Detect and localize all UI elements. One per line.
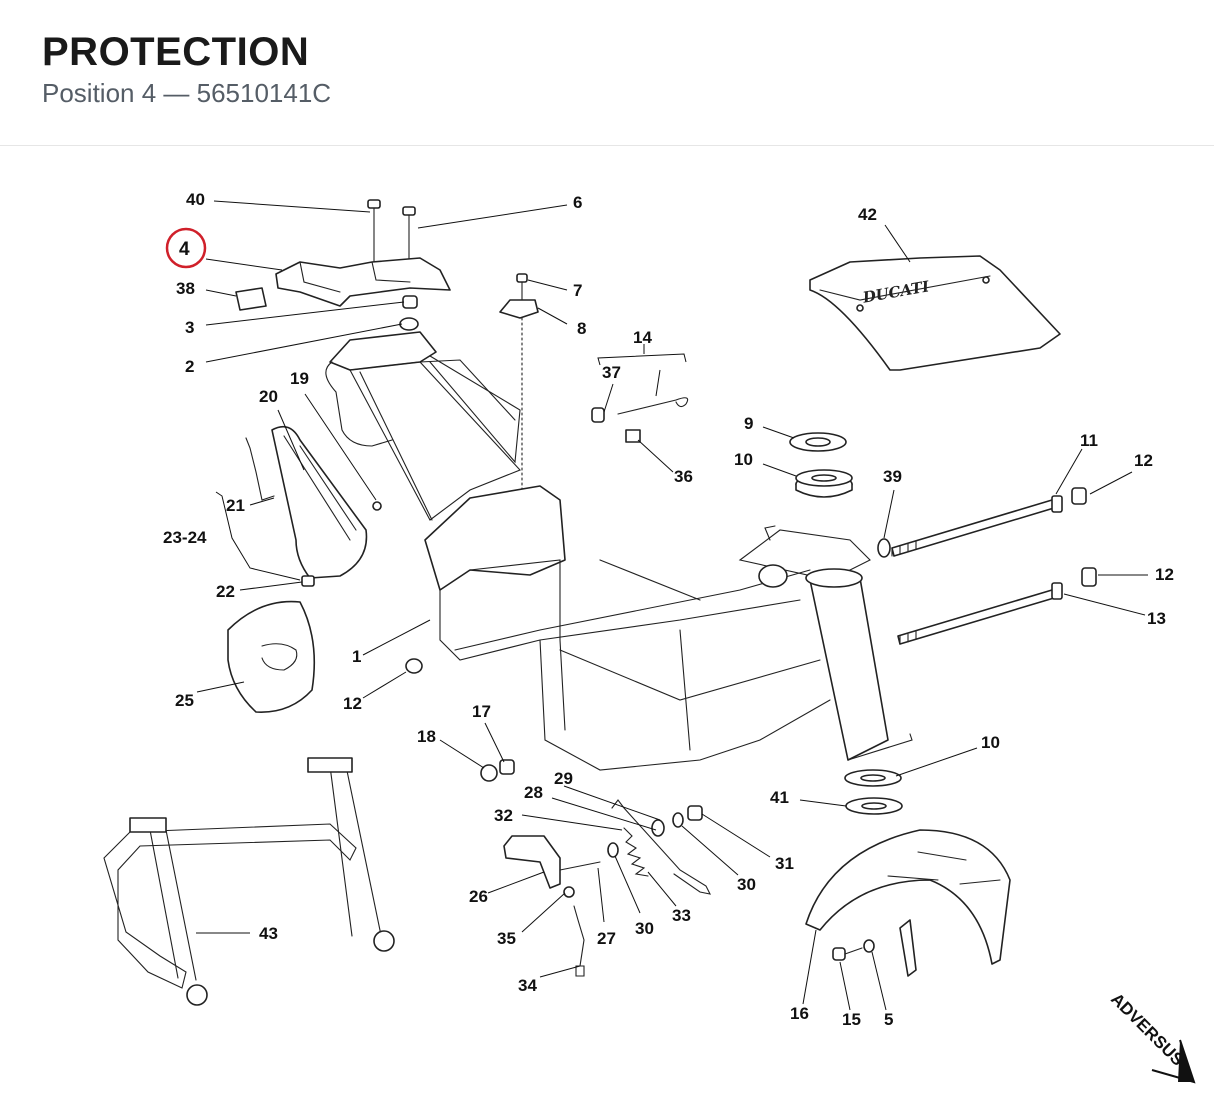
cap-part-12-left <box>405 658 423 674</box>
page-subtitle: Position 4 — 56510141C <box>42 78 332 108</box>
callout-22: 22 <box>216 582 235 601</box>
nut-part-3 <box>402 295 418 309</box>
callout-labels: 40 6 4 38 3 2 7 8 42 14 37 36 9 10 39 11… <box>163 190 1174 1029</box>
callout-36: 36 <box>674 467 693 486</box>
washer-part-5 <box>863 939 875 953</box>
rod-part-14 <box>617 397 689 415</box>
bearing-part-10-upper <box>795 469 853 498</box>
washer-part-2 <box>399 317 419 331</box>
callout-43: 43 <box>259 924 278 943</box>
sleeve-part-37 <box>591 407 605 423</box>
callout-17: 17 <box>472 702 491 721</box>
protection-cover-part-4 <box>275 257 451 307</box>
callout-15: 15 <box>842 1010 861 1029</box>
callout-10-lower: 10 <box>981 733 1000 752</box>
callout-34: 34 <box>518 976 537 995</box>
stand-bracket-part-26 <box>503 835 561 889</box>
callout-32: 32 <box>494 806 513 825</box>
bolt-part-40 <box>367 199 381 271</box>
callout-7: 7 <box>573 281 582 300</box>
callout-6: 6 <box>573 193 582 212</box>
bolt-part-15 <box>832 947 863 961</box>
highlight-ring <box>165 227 207 269</box>
callout-16: 16 <box>790 1004 809 1023</box>
callout-14: 14 <box>633 328 652 347</box>
adversus-logo: ADVERSUS <box>1107 989 1196 1084</box>
callout-13: 13 <box>1147 609 1166 628</box>
plug-part-17 <box>499 759 515 775</box>
callout-12-right: 12 <box>1155 565 1174 584</box>
callout-33: 33 <box>672 906 691 925</box>
watermark-text: ADVERSUS <box>1107 989 1187 1069</box>
leader-lines <box>196 200 1148 1011</box>
callout-21: 21 <box>226 496 245 515</box>
callout-39: 39 <box>883 467 902 486</box>
callout-40: 40 <box>186 190 205 209</box>
callout-20: 20 <box>259 387 278 406</box>
callout-11: 11 <box>1080 431 1098 450</box>
callout-38: 38 <box>176 279 195 298</box>
callout-31: 31 <box>775 854 794 873</box>
callout-18: 18 <box>417 727 436 746</box>
washer-part-39 <box>877 538 891 558</box>
mudguard-part-16 <box>805 829 1011 977</box>
callout-41: 41 <box>770 788 789 807</box>
page-title: PROTECTION <box>42 30 310 74</box>
callout-10-upper: 10 <box>734 450 753 469</box>
cover-bag-part-42: DUCATI <box>809 255 1061 371</box>
nut-part-12-upper <box>1071 487 1087 505</box>
callout-3: 3 <box>185 318 194 337</box>
callout-30-right: 30 <box>737 875 756 894</box>
callout-23-24: 23-24 <box>163 528 207 547</box>
callout-25: 25 <box>175 691 194 710</box>
callout-28: 28 <box>524 783 543 802</box>
bearing-part-10-lower <box>844 769 902 787</box>
parts-drawing: DUCATI <box>103 199 1097 1006</box>
callout-19: 19 <box>290 369 309 388</box>
callout-9: 9 <box>744 414 753 433</box>
callout-35: 35 <box>497 929 516 948</box>
callout-29: 29 <box>554 769 573 788</box>
headlight-part-25 <box>227 600 316 713</box>
callout-8: 8 <box>577 319 586 338</box>
page-header: PROTECTION Position 4 — 56510141C <box>0 0 1214 146</box>
spring-part-33 <box>623 827 649 877</box>
callout-37: 37 <box>602 363 621 382</box>
side-panel-part-20 <box>271 425 368 579</box>
switch-part-34 <box>573 905 585 977</box>
stand-part-43 <box>103 757 395 1006</box>
nut-part-12-right <box>1081 567 1097 587</box>
callout-12-left: 12 <box>343 694 362 713</box>
axle-part-11 <box>891 495 1063 557</box>
clip-part-36 <box>625 429 641 443</box>
clip-part-30-left <box>607 842 619 858</box>
bolt-part-7 <box>516 273 528 301</box>
callout-12-upper-right: 12 <box>1134 451 1153 470</box>
washer-part-35 <box>563 886 575 898</box>
callout-4[interactable]: 4 <box>179 239 190 260</box>
bracket-part-8 <box>499 299 539 319</box>
spacer-part-38 <box>235 287 267 311</box>
pin-part-29 <box>611 799 711 895</box>
bracket-part-21 <box>245 437 275 501</box>
callout-27: 27 <box>597 929 616 948</box>
callout-5: 5 <box>884 1010 893 1029</box>
callout-42: 42 <box>858 205 877 224</box>
frame-part-1 <box>325 331 913 771</box>
cap-part-18 <box>480 764 498 782</box>
bolt-part-31 <box>687 805 703 821</box>
washer-part-28 <box>651 819 665 837</box>
axle-part-13 <box>897 582 1063 645</box>
callout-1: 1 <box>352 647 361 666</box>
callout-30-left: 30 <box>635 919 654 938</box>
clip-part-30-right <box>672 812 684 828</box>
exploded-parts-diagram: DUCATI <box>103 190 1196 1084</box>
callout-2: 2 <box>185 357 194 376</box>
callout-26: 26 <box>469 887 488 906</box>
